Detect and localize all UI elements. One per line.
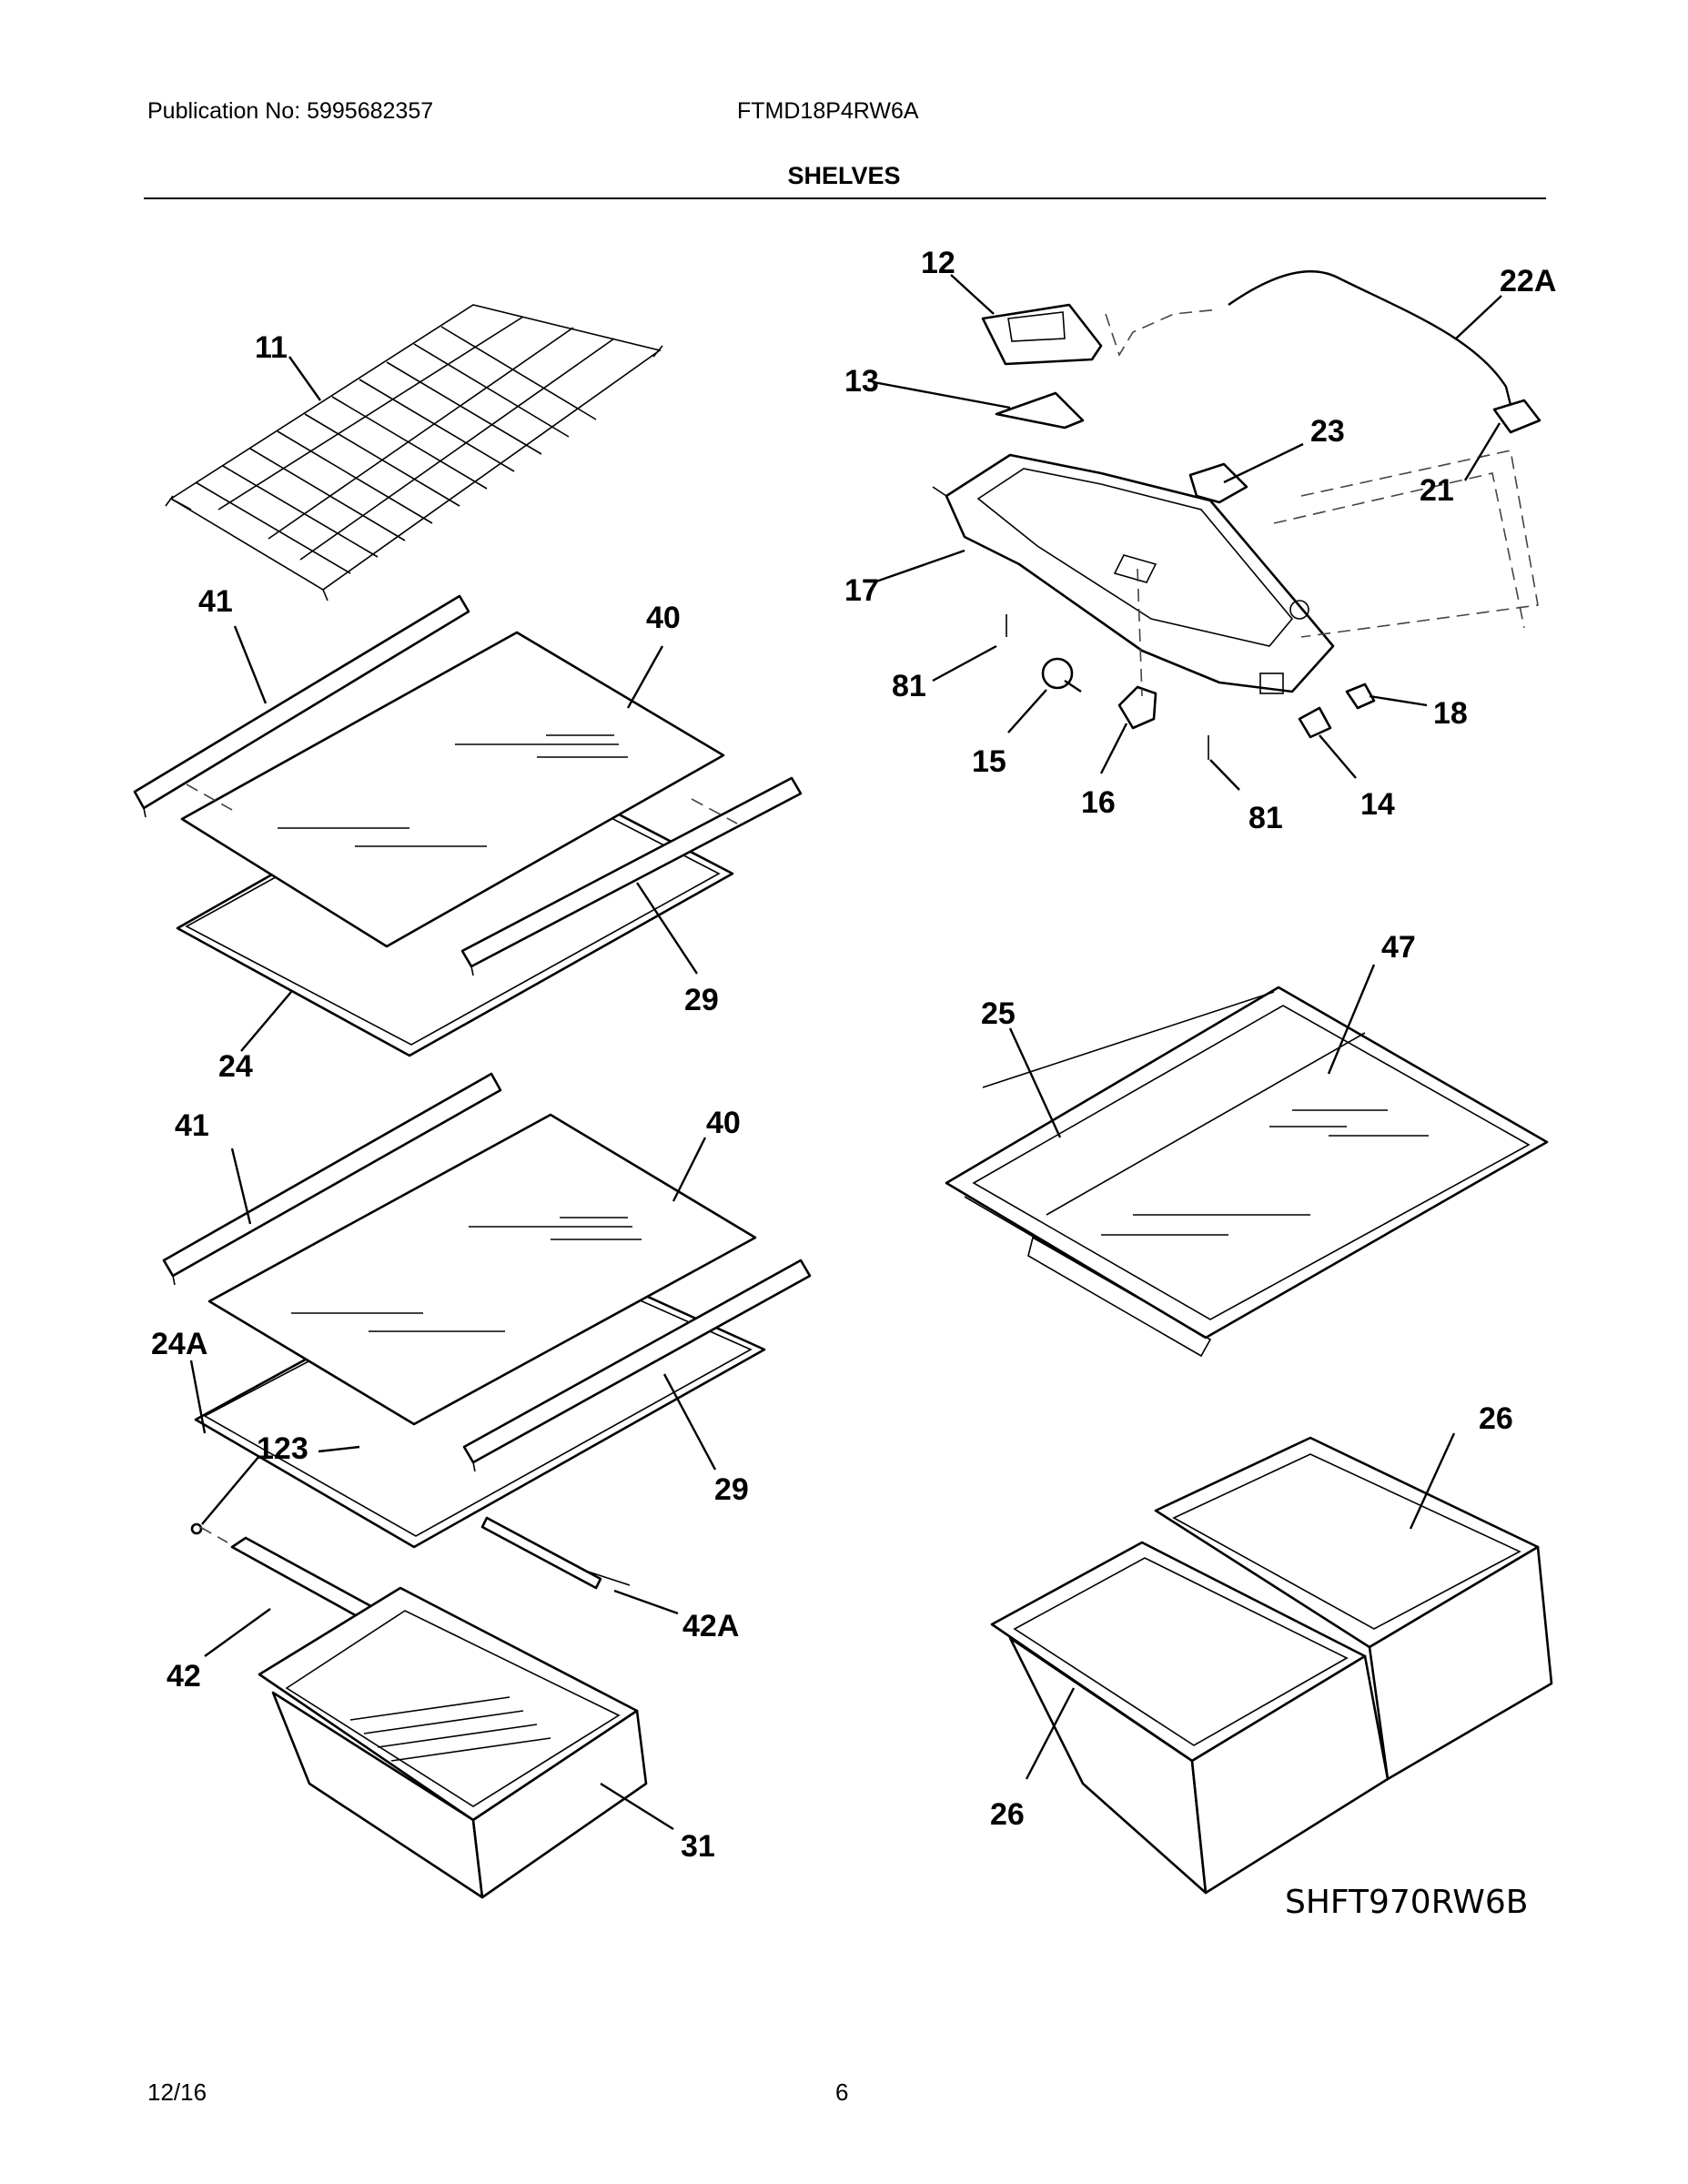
callout-29-upper: 29 — [684, 983, 719, 1017]
light-shield-12 — [981, 303, 1103, 366]
callout-24: 24 — [218, 1049, 253, 1084]
callout-16: 16 — [1081, 785, 1116, 820]
wiring-harness-22A — [1228, 270, 1512, 406]
wire-shelf — [165, 304, 663, 602]
trim-front-41-lower — [162, 1072, 502, 1278]
light-housing-assembly — [932, 270, 1541, 760]
damper-control-23 — [1188, 462, 1248, 504]
glass-panel-40-lower — [207, 1113, 757, 1426]
trim-rear-29-lower — [462, 1259, 812, 1464]
callout-12: 12 — [921, 246, 955, 280]
callout-23: 23 — [1310, 414, 1345, 449]
publication-date: 12/16 — [147, 2078, 207, 2106]
section-title: SHELVES — [787, 162, 901, 189]
callout-47: 47 — [1381, 930, 1416, 965]
leader-lines — [189, 274, 1502, 1831]
callout-42: 42 — [167, 1659, 201, 1694]
callout-123: 123 — [257, 1431, 308, 1466]
callout-22A: 22A — [1500, 264, 1556, 298]
glass-shelf-assembly-lower — [162, 1072, 812, 1590]
thermostat-knob-18 — [1345, 682, 1376, 710]
screw-123 — [190, 1522, 203, 1535]
callout-21: 21 — [1420, 473, 1454, 508]
callout-14: 14 — [1360, 787, 1395, 822]
callout-81-right: 81 — [1248, 801, 1283, 835]
callout-42A: 42A — [682, 1609, 739, 1643]
figure-id: SHFT970RW6B — [1285, 1884, 1528, 1921]
glass-shelf-assembly-upper — [133, 594, 803, 1057]
callout-24A: 24A — [151, 1327, 207, 1361]
publication-number: Publication No: 5995682357 — [147, 98, 434, 124]
callout-40-lower: 40 — [706, 1106, 741, 1140]
callout-29-lower: 29 — [714, 1472, 749, 1507]
drawer-cover-assembly — [945, 986, 1549, 1358]
callout-26-rear: 26 — [1479, 1401, 1513, 1436]
callout-15: 15 — [972, 744, 1006, 779]
light-socket-16 — [1117, 685, 1157, 730]
light-switch-14 — [1298, 706, 1332, 739]
light-housing-17 — [945, 453, 1335, 693]
light-lens-13 — [995, 391, 1085, 430]
crisper-drawer-31 — [230, 1536, 648, 1899]
callout-18: 18 — [1433, 696, 1468, 731]
callout-11: 11 — [255, 330, 288, 365]
thermostat-21 — [1492, 399, 1541, 434]
model-number: FTMD18P4RW6A — [737, 98, 919, 124]
header-rule — [144, 197, 1546, 199]
trim-rear-29-upper — [460, 776, 803, 968]
callout-40-upper: 40 — [646, 601, 681, 635]
callout-13: 13 — [844, 364, 879, 399]
callout-41-upper: 41 — [198, 584, 233, 619]
callout-labels: 11 41 40 29 24 41 40 24A 123 29 42A 42 3… — [151, 246, 1556, 1921]
callout-25: 25 — [981, 996, 1016, 1031]
page-number: 6 — [835, 2078, 849, 2106]
callout-31: 31 — [681, 1829, 715, 1864]
crisper-drawers-26 — [990, 1436, 1553, 1895]
cover-frame-25 — [945, 986, 1549, 1340]
glass-panel-40-upper — [180, 631, 725, 948]
slide-rail-42A — [480, 1516, 602, 1590]
callout-26-front: 26 — [990, 1797, 1025, 1832]
trim-front-41-upper — [133, 594, 470, 810]
callout-17: 17 — [844, 573, 879, 608]
callout-81-left: 81 — [892, 669, 926, 703]
callout-41-lower: 41 — [175, 1108, 209, 1143]
